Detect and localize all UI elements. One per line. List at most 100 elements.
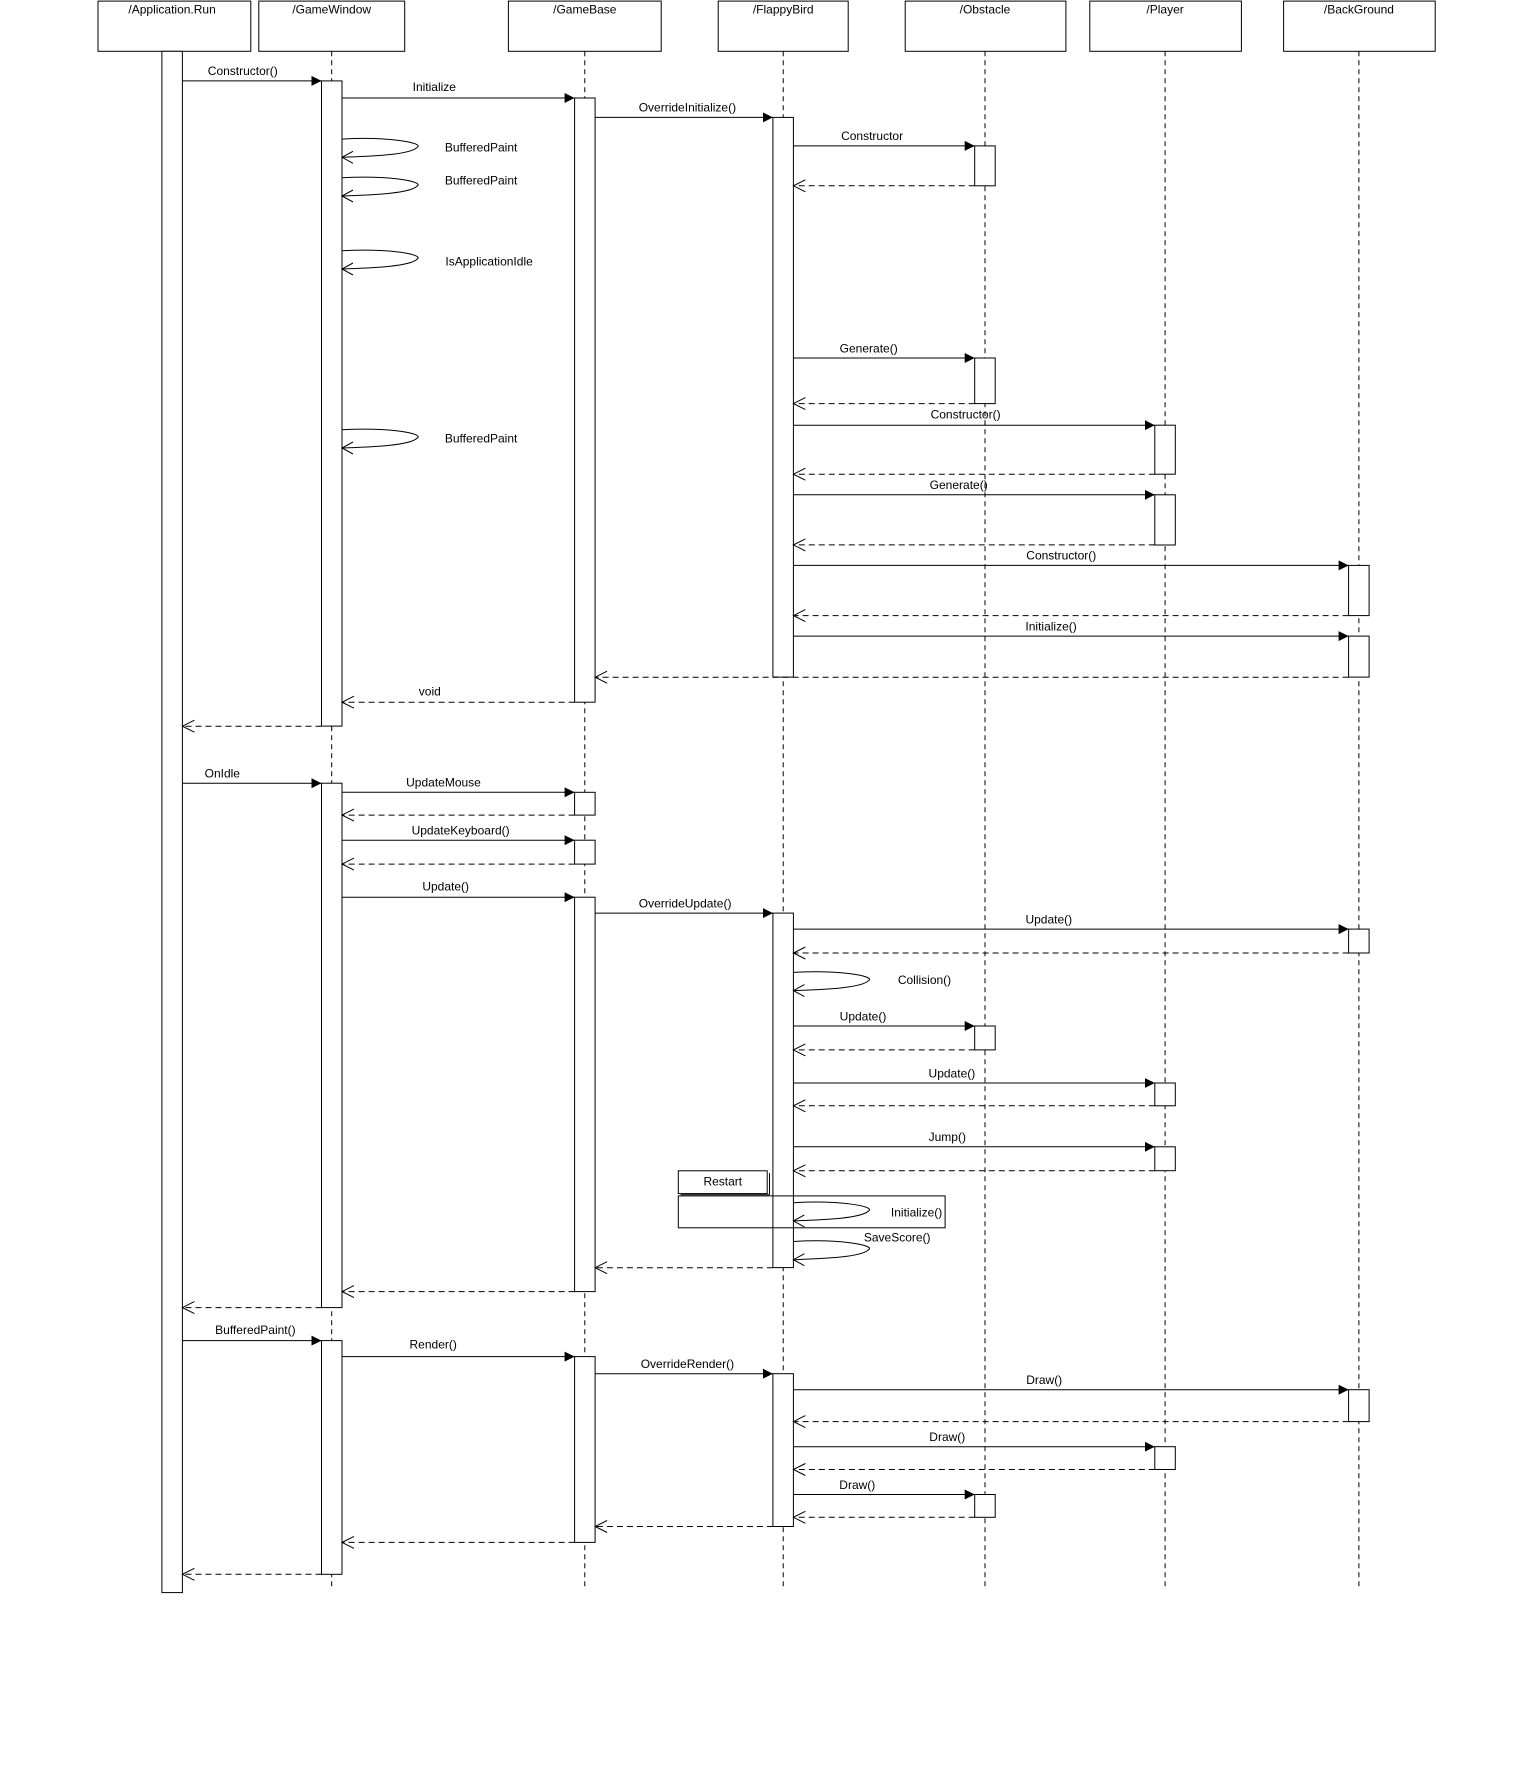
activation-bar-ob [974, 1494, 996, 1518]
activation-bar-pl [1154, 1082, 1176, 1107]
message-label: BufferedPaint [445, 174, 518, 188]
lifeline-name: /Player [1146, 3, 1183, 17]
lifeline-name: /FlappyBird [753, 3, 814, 17]
message-return [340, 1285, 575, 1299]
message-call: Render() [342, 1338, 575, 1362]
self-call-arrowhead [792, 1214, 805, 1228]
lifeline-name: /Application.Run [128, 3, 215, 17]
message-return [792, 179, 975, 193]
message-label: Draw() [1026, 1373, 1062, 1387]
lifeline-header-app [97, 0, 252, 52]
message-label: IsApplicationIdle [445, 255, 533, 269]
activation-bar-bg [1348, 928, 1370, 954]
lifeline-header-ob [904, 0, 1067, 52]
self-call-arrowhead [340, 262, 354, 276]
self-call-loop [793, 1240, 871, 1261]
message-return [593, 670, 1349, 684]
activation-bar-fb [772, 912, 794, 1269]
message-label: Collision() [898, 973, 951, 987]
activation-bar-gb [574, 896, 596, 1293]
return-arrowhead [593, 1520, 608, 1533]
message-call: Generate() [793, 341, 975, 363]
message-call: UpdateMouse [342, 776, 575, 798]
message-return [181, 719, 322, 733]
lifeline-ob: /Obstacle [904, 0, 1067, 1591]
message-label: Draw() [929, 1430, 965, 1444]
message-label: Constructor() [208, 64, 278, 78]
message-label: BufferedPaint [445, 141, 518, 155]
message-self: IsApplicationIdle [340, 249, 533, 276]
return-arrowhead [792, 1164, 806, 1178]
lifeline-header-gb [507, 0, 662, 52]
lifeline-pl: /Player [1089, 0, 1242, 1591]
message-label: Update() [1025, 912, 1072, 926]
return-arrowhead [340, 808, 355, 822]
message-return [340, 808, 575, 822]
message-label: void [419, 684, 441, 698]
activation-bar-gw [321, 782, 343, 1309]
message-return [340, 1535, 575, 1549]
message-return [340, 857, 575, 871]
message-label: Update() [929, 1066, 976, 1080]
message-self: BufferedPaint [340, 137, 518, 164]
activation-bar-gw [321, 1340, 343, 1575]
message-label: Render() [410, 1338, 457, 1352]
activation-bar-ob [974, 1025, 996, 1051]
message-label: OverrideInitialize() [639, 101, 736, 115]
message-call: BufferedPaint() [182, 1323, 322, 1346]
lifeline-header-pl [1089, 0, 1242, 52]
self-call-loop [793, 1201, 871, 1222]
self-call-arrowhead [340, 189, 354, 203]
message-label: Draw() [839, 1478, 875, 1492]
activation-bar-bg [1348, 564, 1370, 617]
return-arrowhead [792, 538, 806, 552]
message-call: OverrideUpdate() [595, 896, 773, 919]
message-label: SaveScore() [864, 1231, 931, 1245]
message-call: Initialize [342, 80, 575, 103]
message-self: BufferedPaint [340, 174, 518, 203]
lifeline-header-fb [717, 0, 849, 52]
activation-bar-gb [574, 791, 596, 816]
activation-bar-pl [1154, 424, 1176, 475]
activation-bar-fb [772, 116, 794, 678]
activation-bar-bg [1348, 635, 1370, 678]
lifeline-header-bg [1283, 0, 1436, 52]
message-call: UpdateKeyboard() [342, 824, 575, 846]
activation-bar-gb [574, 1356, 596, 1543]
message-label: OnIdle [205, 767, 241, 781]
self-call-arrowhead [792, 984, 805, 998]
message-return [792, 1415, 1349, 1429]
activation-bar-ob [974, 357, 996, 405]
message-call: OnIdle [182, 767, 322, 789]
message-return: void [340, 684, 575, 709]
message-label: Generate() [930, 478, 988, 492]
message-return [792, 946, 1349, 960]
message-self: Initialize() [792, 1201, 942, 1228]
message-label: Generate() [840, 341, 898, 355]
activation-bar-pl [1154, 494, 1176, 546]
message-return [792, 1099, 1155, 1113]
message-return [792, 1043, 975, 1057]
message-label: OverrideUpdate() [639, 896, 732, 910]
message-return [792, 1164, 1155, 1178]
message-call: Jump() [793, 1130, 1155, 1152]
return-arrowhead [792, 1099, 806, 1113]
message-return [593, 1261, 773, 1275]
lifeline-name: /GameWindow [292, 3, 371, 17]
message-label: Initialize() [891, 1205, 942, 1219]
self-call-loop [341, 137, 419, 158]
message-call: Generate() [793, 478, 1155, 500]
activation-bar-ob [974, 145, 996, 187]
message-label: Update() [840, 1009, 887, 1023]
message-label: UpdateMouse [406, 776, 481, 790]
fragment-tag [677, 1170, 768, 1195]
message-return [792, 538, 1155, 552]
return-arrowhead [792, 397, 806, 411]
message-call: Draw() [793, 1430, 1155, 1452]
return-arrowhead [792, 1043, 806, 1057]
lifeline-name: /Obstacle [960, 3, 1011, 17]
message-label: BufferedPaint() [215, 1323, 296, 1337]
message-label: Jump() [929, 1130, 966, 1144]
activation-bar-gw [321, 80, 343, 727]
activation-bar-gb [574, 97, 596, 703]
